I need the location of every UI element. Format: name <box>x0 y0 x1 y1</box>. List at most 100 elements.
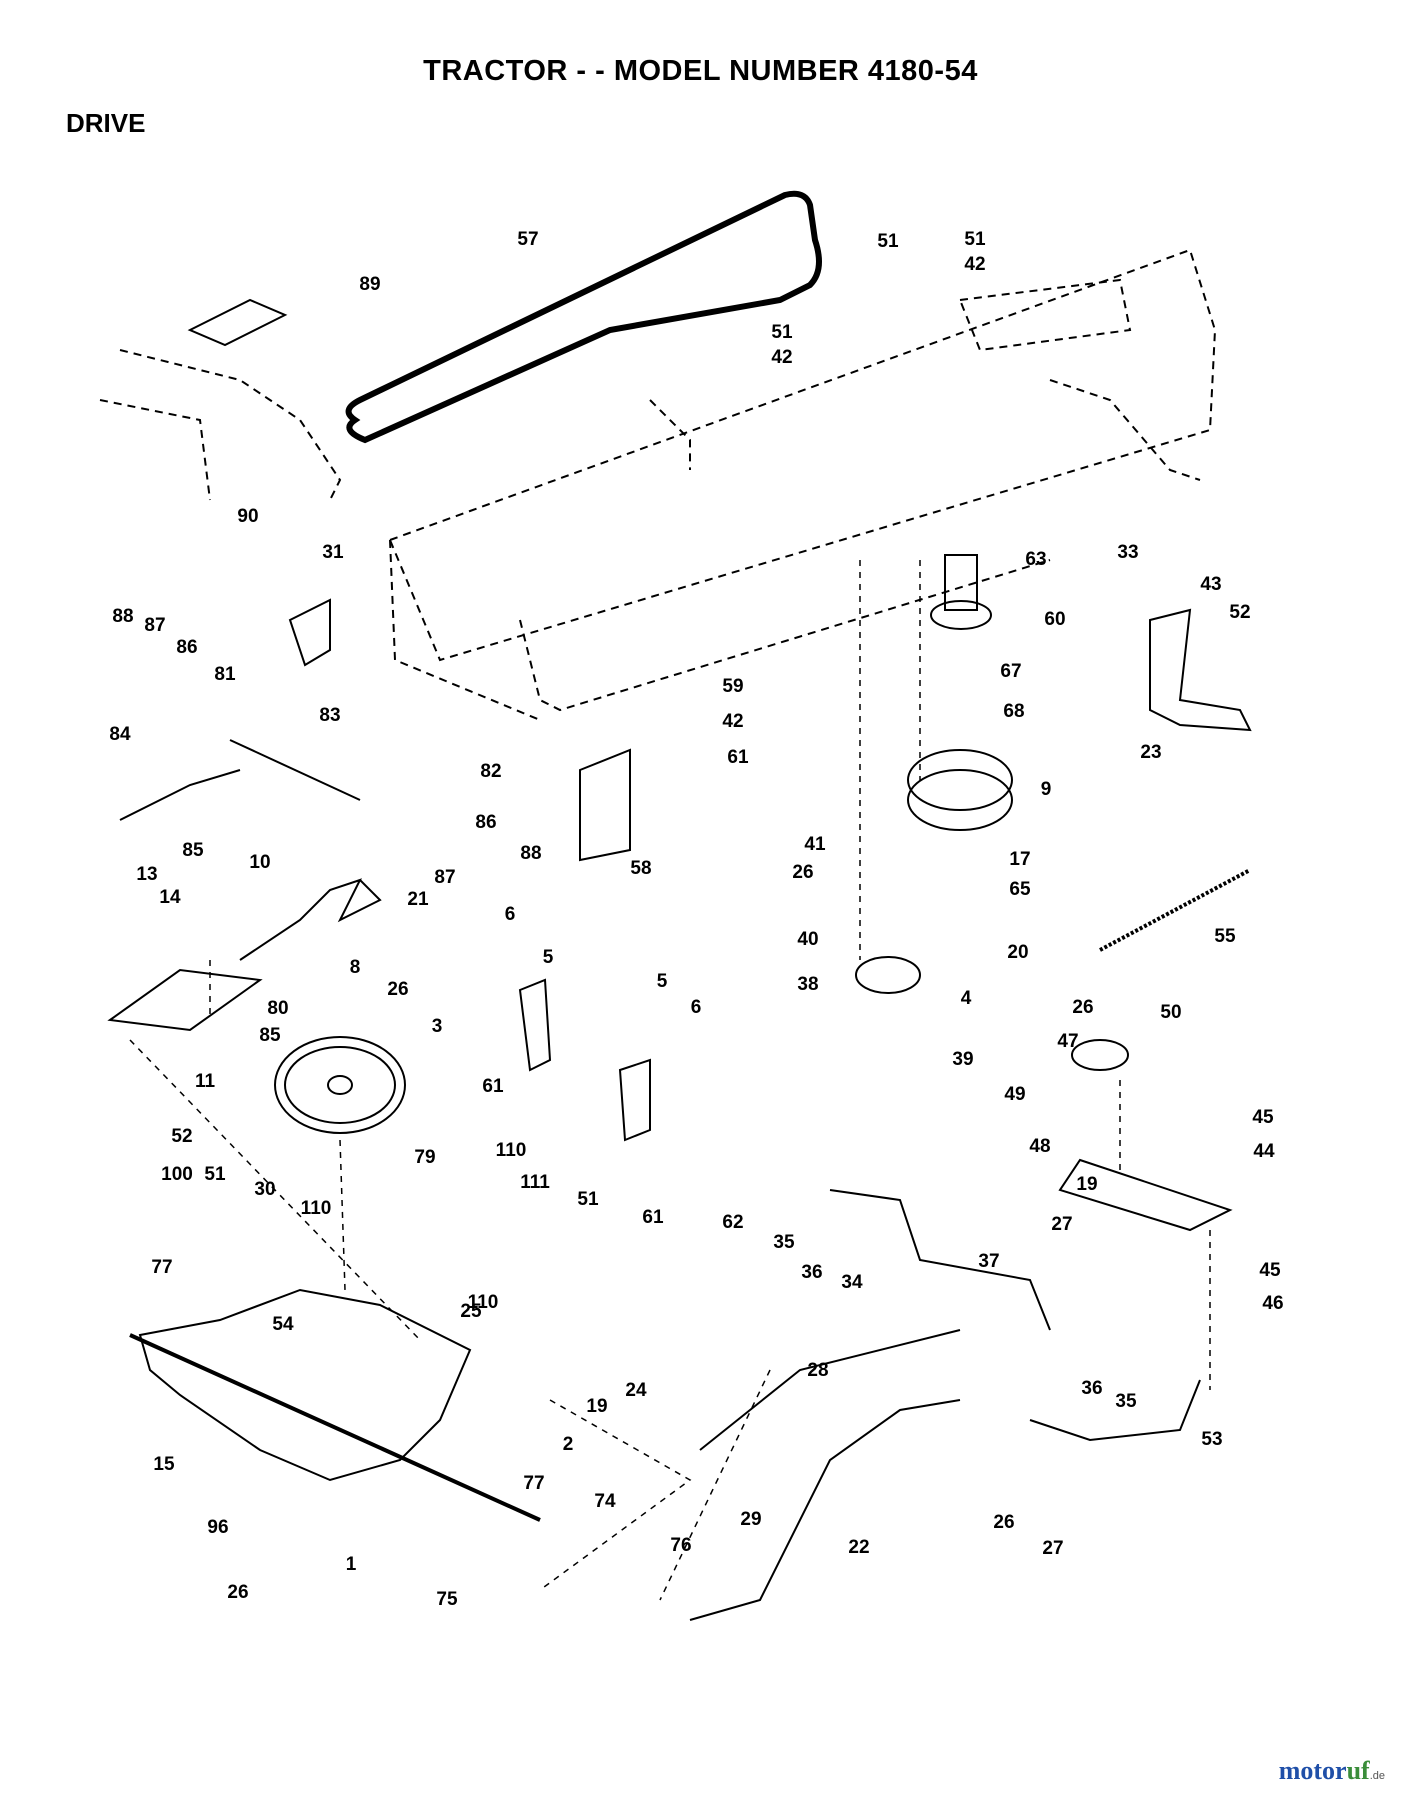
part-callout-61: 61 <box>482 1076 504 1097</box>
transaxle <box>138 1288 472 1482</box>
part-callout-42: 42 <box>964 254 985 275</box>
part-callout-84: 84 <box>109 724 131 745</box>
part-callout-68: 68 <box>1003 701 1024 722</box>
part-callout-86: 86 <box>475 812 496 833</box>
part-callout-1: 1 <box>346 1554 357 1575</box>
part-callout-4: 4 <box>961 988 972 1009</box>
bracket-31 <box>288 598 331 667</box>
part-callout-75: 75 <box>436 1589 458 1610</box>
part-callout-63: 63 <box>1025 549 1046 570</box>
linkage-rod <box>689 1399 961 1621</box>
shift-rod <box>239 878 382 961</box>
idler-pulley <box>855 956 921 994</box>
bracket-58 <box>579 748 631 862</box>
part-callout-65: 65 <box>1009 879 1031 900</box>
part-callout-26: 26 <box>387 979 408 1000</box>
electric-clutch <box>907 749 1013 811</box>
part-callout-83: 83 <box>319 705 340 726</box>
part-callout-10: 10 <box>249 852 270 873</box>
part-callout-47: 47 <box>1057 1031 1078 1052</box>
part-callout-3: 3 <box>432 1016 443 1037</box>
part-callout-26: 26 <box>227 1582 248 1603</box>
part-callout-51: 51 <box>771 322 793 343</box>
part-callout-43: 43 <box>1200 574 1221 595</box>
watermark-logo: motoruf.de <box>1278 1756 1385 1785</box>
part-callout-57: 57 <box>517 229 538 250</box>
part-callout-28: 28 <box>807 1360 828 1381</box>
part-callout-52: 52 <box>171 1126 192 1147</box>
part-callout-61: 61 <box>642 1207 664 1228</box>
part-callout-19: 19 <box>586 1396 607 1417</box>
part-callout-55: 55 <box>1214 926 1236 947</box>
part-callout-88: 88 <box>520 843 541 864</box>
spring <box>1099 868 1251 952</box>
part-callout-23: 23 <box>1140 742 1161 763</box>
part-callout-51: 51 <box>964 229 986 250</box>
fender-plate <box>187 298 288 347</box>
part-callout-111: 111 <box>520 1172 550 1193</box>
part-callout-45: 45 <box>1259 1260 1281 1281</box>
page-title: TRACTOR - - MODEL NUMBER 4180-54 <box>423 55 978 87</box>
part-callout-20: 20 <box>1007 942 1028 963</box>
part-callout-48: 48 <box>1029 1136 1050 1157</box>
part-callout-8: 8 <box>350 957 361 978</box>
part-callout-81: 81 <box>214 664 236 685</box>
part-callout-49: 49 <box>1004 1084 1025 1105</box>
part-callout-110: 110 <box>496 1140 527 1161</box>
part-callout-77: 77 <box>151 1257 172 1278</box>
part-callout-60: 60 <box>1044 609 1065 630</box>
part-callout-45: 45 <box>1252 1107 1274 1128</box>
part-callout-51: 51 <box>577 1189 599 1210</box>
part-callout-2: 2 <box>563 1434 574 1455</box>
part-callout-52: 52 <box>1229 602 1250 623</box>
part-callout-25: 25 <box>460 1301 482 1322</box>
idler-pulley-2 <box>1071 1039 1129 1071</box>
part-callout-42: 42 <box>771 347 792 368</box>
part-callout-76: 76 <box>670 1535 691 1556</box>
frame-outline <box>99 248 1217 721</box>
large-pulley <box>274 1036 406 1134</box>
part-callout-74: 74 <box>594 1491 616 1512</box>
part-callout-31: 31 <box>322 542 344 563</box>
part-callout-27: 27 <box>1042 1538 1063 1559</box>
part-callout-13: 13 <box>136 864 157 885</box>
part-callout-61: 61 <box>727 747 749 768</box>
drive-rod <box>699 1329 961 1451</box>
part-callout-5: 5 <box>543 947 554 968</box>
part-callout-82: 82 <box>480 761 501 782</box>
part-callout-26: 26 <box>1072 997 1093 1018</box>
part-callout-22: 22 <box>848 1537 869 1558</box>
part-callout-85: 85 <box>259 1025 281 1046</box>
part-callout-30: 30 <box>254 1179 275 1200</box>
spindle <box>944 554 978 611</box>
part-callout-110: 110 <box>468 1292 499 1313</box>
bracket-80 <box>107 968 263 1032</box>
part-callout-35: 35 <box>1115 1391 1137 1412</box>
cross-shaft <box>229 739 361 801</box>
part-callout-79: 79 <box>414 1147 435 1168</box>
part-callout-41: 41 <box>804 834 826 855</box>
part-callout-67: 67 <box>1000 661 1021 682</box>
part-callout-54: 54 <box>272 1314 294 1335</box>
bracket-5 <box>518 978 552 1072</box>
bracket-48 <box>1058 1158 1233 1232</box>
part-callout-58: 58 <box>630 858 651 879</box>
part-callout-6: 6 <box>691 997 702 1018</box>
part-callout-19: 19 <box>1076 1174 1097 1195</box>
part-callout-29: 29 <box>740 1509 761 1530</box>
part-callout-27: 27 <box>1051 1214 1072 1235</box>
part-callout-80: 80 <box>267 998 288 1019</box>
part-callout-110: 110 <box>301 1198 332 1219</box>
part-callout-38: 38 <box>797 974 818 995</box>
part-callout-87: 87 <box>144 615 165 636</box>
part-callout-21: 21 <box>407 889 429 910</box>
brake-rod <box>829 1189 1051 1331</box>
part-callout-6: 6 <box>505 904 516 925</box>
part-callout-59: 59 <box>722 676 743 697</box>
part-callout-9: 9 <box>1041 779 1052 800</box>
part-callout-33: 33 <box>1117 542 1138 563</box>
part-callout-37: 37 <box>978 1251 999 1272</box>
part-callout-39: 39 <box>952 1049 973 1070</box>
